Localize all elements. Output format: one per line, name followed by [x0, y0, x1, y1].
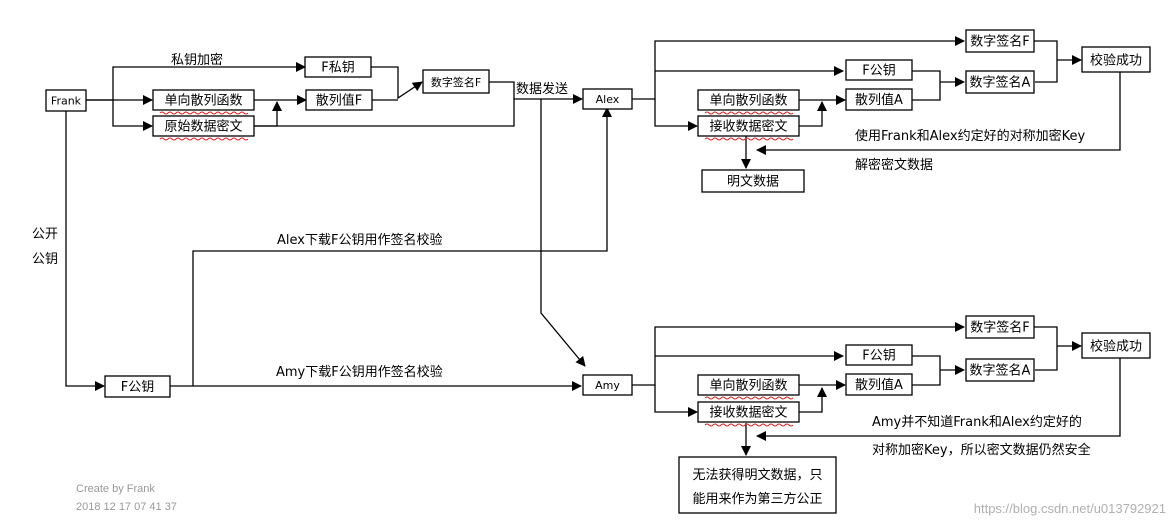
label-amy-note-line2: 对称加密Key，所以密文数据仍然安全 [872, 442, 1091, 458]
svg-text:数字签名A: 数字签名A [970, 75, 1031, 91]
arrow-private-key-to-signature [371, 66, 423, 100]
svg-text:数字签名F: 数字签名F [970, 320, 1029, 336]
svg-text:Amy: Amy [595, 379, 620, 392]
svg-text:单向散列函数: 单向散列函数 [709, 378, 787, 394]
arrow-public-key-to-alex [192, 107, 612, 386]
label-data-send: 数据发送 [516, 81, 568, 97]
line-alex-sig-merge [1034, 40, 1058, 83]
node-raw-data-cipher: 原始数据密文 [152, 115, 255, 141]
svg-text:散列值A: 散列值A [855, 377, 903, 393]
arrow-send-to-amy [540, 99, 586, 367]
label-amy-download: Amy下载F公钥用作签名校验 [276, 364, 443, 380]
svg-text:数字签名F: 数字签名F [431, 75, 481, 89]
line-amy-key-hash [911, 355, 941, 386]
node-amy-signature-a: 数字签名A [965, 358, 1035, 382]
svg-text:Frank: Frank [51, 95, 82, 108]
svg-text:无法获得明文数据，只: 无法获得明文数据，只 [692, 467, 822, 483]
svg-text:散列值F: 散列值F [316, 93, 362, 109]
node-digital-signature-f: 数字签名F [422, 69, 490, 94]
node-one-way-hash-function: 单向散列函数 [152, 89, 255, 115]
svg-text:F公钥: F公钥 [862, 349, 895, 364]
svg-text:接收数据密文: 接收数据密文 [709, 119, 787, 135]
label-public-line2: 公钥 [32, 252, 58, 267]
arrow-amy-back [756, 358, 1121, 441]
svg-text:校验成功: 校验成功 [1090, 339, 1142, 355]
svg-text:单向散列函数: 单向散列函数 [164, 93, 242, 109]
node-no-plaintext: 无法获得明文数据，只 能用来作为第三方公正 [678, 456, 837, 514]
svg-text:接收数据密文: 接收数据密文 [709, 405, 787, 421]
node-amy-signature-f: 数字签名F [965, 315, 1035, 339]
label-private-key-encrypt: 私钥加密 [171, 52, 223, 68]
arrow-alex-to-sig-f [632, 36, 965, 100]
node-amy: Amy [582, 374, 633, 396]
node-amy-hash-value-a: 散列值A [845, 373, 913, 396]
svg-text:F公钥: F公钥 [121, 380, 154, 395]
node-plaintext-data: 明文数据 [701, 169, 805, 193]
node-alex-receive-cipher: 接收数据密文 [697, 115, 800, 141]
svg-text:数字签名F: 数字签名F [970, 34, 1029, 50]
node-alex-signature-a: 数字签名A [965, 70, 1035, 94]
node-alex-hash-function: 单向散列函数 [697, 89, 800, 115]
arrow-frank-to-raw-cipher [112, 100, 153, 131]
label-alex-decrypt-line1: 使用Frank和Alex约定好的对称加密Key [855, 128, 1085, 144]
node-alex-f-public-key: F公钥 [845, 59, 913, 81]
label-alex-decrypt-line2: 解密密文数据 [855, 157, 933, 173]
node-amy-hash-function: 单向散列函数 [697, 374, 800, 400]
arrow-alex-receive-up [799, 101, 827, 127]
node-alex: Alex [582, 88, 633, 110]
arrow-alex-decrypt-back [756, 72, 1121, 155]
arrow-frank-to-public-key [65, 111, 105, 391]
arrow-alex-to-receive [654, 99, 698, 131]
line-amy-sig-merge [1034, 326, 1058, 371]
svg-text:F私钥: F私钥 [321, 61, 354, 76]
line-alex-key-hash [911, 70, 941, 101]
svg-text:散列值A: 散列值A [855, 92, 903, 108]
label-public-line1: 公开 [32, 227, 58, 242]
node-alex-hash-value-a: 散列值A [845, 88, 913, 111]
arrow-amy-receive-up [799, 387, 827, 413]
label-alex-download: Alex下载F公钥用作签名校验 [277, 232, 442, 248]
svg-text:明文数据: 明文数据 [727, 175, 779, 190]
node-frank: Frank [45, 89, 87, 112]
arrow-raw-cipher-up [254, 101, 282, 127]
svg-text:数字签名A: 数字签名A [970, 363, 1031, 379]
connectors [65, 36, 1121, 456]
footer-created-by: Create by Frank [76, 483, 155, 495]
line-raw-cipher-to-send [254, 99, 515, 127]
arrow-amy-to-receive [654, 385, 698, 417]
svg-text:Alex: Alex [596, 93, 620, 106]
label-amy-note-line1: Amy并不知道Frank和Alex约定好的 [872, 414, 1082, 430]
svg-text:原始数据密文: 原始数据密文 [164, 119, 242, 135]
node-amy-receive-cipher: 接收数据密文 [697, 401, 800, 427]
watermark: https://blog.csdn.net/u013792921 [974, 501, 1166, 516]
node-alex-signature-f: 数字签名F [965, 29, 1035, 53]
node-alex-verify-success: 校验成功 [1081, 46, 1151, 73]
footer-date: 2018 12 17 07 41 37 [76, 501, 177, 513]
svg-text:能用来作为第三方公正: 能用来作为第三方公正 [692, 491, 822, 507]
svg-text:F公钥: F公钥 [862, 64, 895, 79]
node-f-private-key: F私钥 [304, 56, 372, 78]
arrow-signature-to-alex [489, 81, 583, 104]
node-f-public-key: F公钥 [104, 375, 171, 398]
svg-text:校验成功: 校验成功 [1090, 53, 1142, 69]
svg-text:单向散列函数: 单向散列函数 [709, 93, 787, 109]
node-amy-f-public-key: F公钥 [845, 344, 913, 366]
node-amy-verify-success: 校验成功 [1081, 332, 1151, 359]
node-hash-value-f: 散列值F [305, 89, 373, 111]
